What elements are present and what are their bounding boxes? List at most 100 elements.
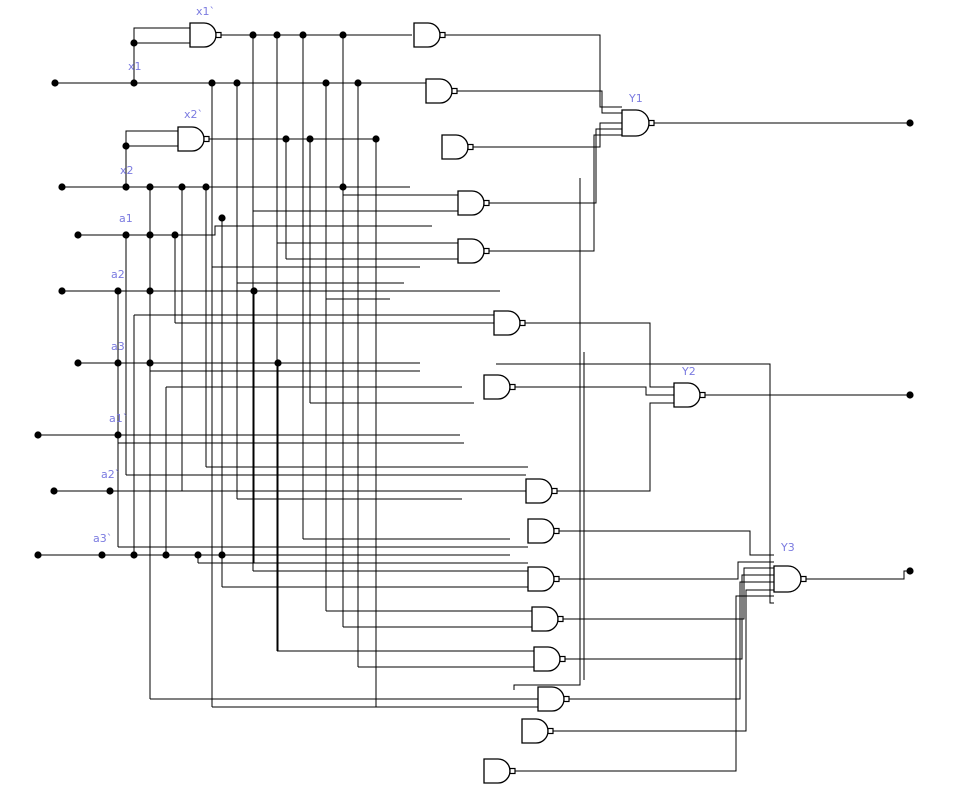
junction-dot	[74, 359, 82, 367]
nand-y2-2	[483, 374, 516, 400]
wire-y3h	[496, 363, 774, 604]
junction-dot	[122, 142, 130, 150]
junction-dot	[106, 487, 114, 495]
wire-y3f	[552, 589, 774, 732]
wire-y3d	[564, 574, 774, 660]
nand-body	[533, 646, 561, 672]
wire-g5-y1	[488, 134, 622, 252]
inversion-bubble	[509, 767, 516, 775]
inverter-x2n	[177, 126, 210, 152]
nand-y1-2	[425, 78, 458, 104]
junction-dot	[322, 79, 330, 87]
junction-dot	[130, 551, 138, 559]
wire-y3b	[558, 561, 774, 580]
nand-body	[413, 22, 441, 48]
inversion-bubble	[547, 727, 554, 735]
wire-x2-inv-in2	[125, 130, 178, 146]
label-x1: x1	[128, 60, 142, 73]
label-y1: Y1	[628, 92, 643, 105]
nand-y2-1	[493, 310, 526, 336]
nand-body	[527, 566, 555, 592]
output-terminal-y3	[906, 567, 914, 575]
nand-output-y3	[773, 565, 807, 593]
nand-y3-7	[483, 758, 516, 784]
wire-y3g	[514, 595, 774, 772]
label-x2: x2	[120, 164, 134, 177]
junction-dot	[202, 183, 210, 191]
junction-dot	[130, 79, 138, 87]
junction-dot	[218, 214, 226, 222]
junction-dot	[114, 287, 122, 295]
wire-y3-out	[806, 570, 910, 580]
nand-y1-5	[457, 238, 490, 264]
inversion-bubble	[800, 575, 807, 583]
junction-dot	[58, 287, 66, 295]
junctions	[34, 31, 914, 575]
wire-g4-y1	[488, 128, 622, 204]
nand-body	[521, 718, 549, 744]
junction-dot	[98, 551, 106, 559]
junction-dot	[74, 231, 82, 239]
junction-dot	[339, 31, 347, 39]
junction-dot	[58, 183, 66, 191]
labels: x1` x1 x2` x2 a1 a2 a3 a1` a2` a3` Y1 Y2…	[93, 5, 795, 554]
nand-body	[527, 518, 555, 544]
junction-dot	[51, 79, 59, 87]
inversion-bubble	[467, 143, 474, 151]
wire-y3e	[568, 581, 774, 700]
inversion-bubble	[551, 487, 558, 495]
junction-dot	[122, 183, 130, 191]
nand-output-y1	[621, 109, 655, 137]
inversion-bubble	[451, 87, 458, 95]
junction-dot	[34, 431, 42, 439]
label-a1: a1	[119, 212, 133, 225]
inversion-bubble	[439, 31, 446, 39]
inversion-bubble	[557, 615, 564, 623]
wire-x2-inv-in	[125, 145, 178, 187]
inversion-bubble	[563, 695, 570, 703]
inversion-bubble	[483, 247, 490, 255]
nand-body	[457, 190, 485, 216]
wire-y3a	[558, 530, 774, 556]
inversion-bubble	[559, 655, 566, 663]
inverter-x1n	[189, 22, 222, 48]
nand-output-y2	[673, 382, 706, 408]
nand-body	[177, 126, 205, 152]
junction-dot	[114, 359, 122, 367]
nand-body	[773, 565, 802, 593]
nand-body	[537, 686, 565, 712]
junction-dot	[162, 551, 170, 559]
junction-dot	[171, 231, 179, 239]
label-a2n: a2`	[101, 468, 120, 481]
nand-y3-1	[527, 518, 560, 544]
output-terminal-y1	[906, 119, 914, 127]
nand-body	[189, 22, 217, 48]
wire-x2-long	[513, 178, 581, 690]
inversion-bubble	[509, 383, 516, 391]
nand-body	[531, 606, 559, 632]
nand-y2-3	[525, 478, 558, 504]
inversion-bubble	[699, 391, 706, 399]
nand-y3-4	[533, 646, 566, 672]
inversion-bubble	[519, 319, 526, 327]
label-x2n: x2`	[184, 108, 203, 121]
junction-dot	[178, 183, 186, 191]
wires	[38, 27, 910, 772]
nand-y1-1	[413, 22, 446, 48]
wire-y2a	[524, 322, 674, 388]
junction-dot	[146, 231, 154, 239]
inversion-bubble	[553, 527, 560, 535]
nand-y3-6	[521, 718, 554, 744]
wire-x1-inv-in	[133, 42, 190, 83]
nand-body	[673, 382, 701, 408]
junction-dot	[250, 287, 258, 295]
nand-y3-2	[527, 566, 560, 592]
junction-dot	[299, 31, 307, 39]
nand-body	[493, 310, 521, 336]
nand-y3-3	[531, 606, 564, 632]
label-a2: a2	[111, 268, 125, 281]
label-x1n: x1`	[196, 5, 215, 18]
label-a1n: a1`	[109, 412, 128, 425]
junction-dot	[339, 183, 347, 191]
nand-body	[425, 78, 453, 104]
